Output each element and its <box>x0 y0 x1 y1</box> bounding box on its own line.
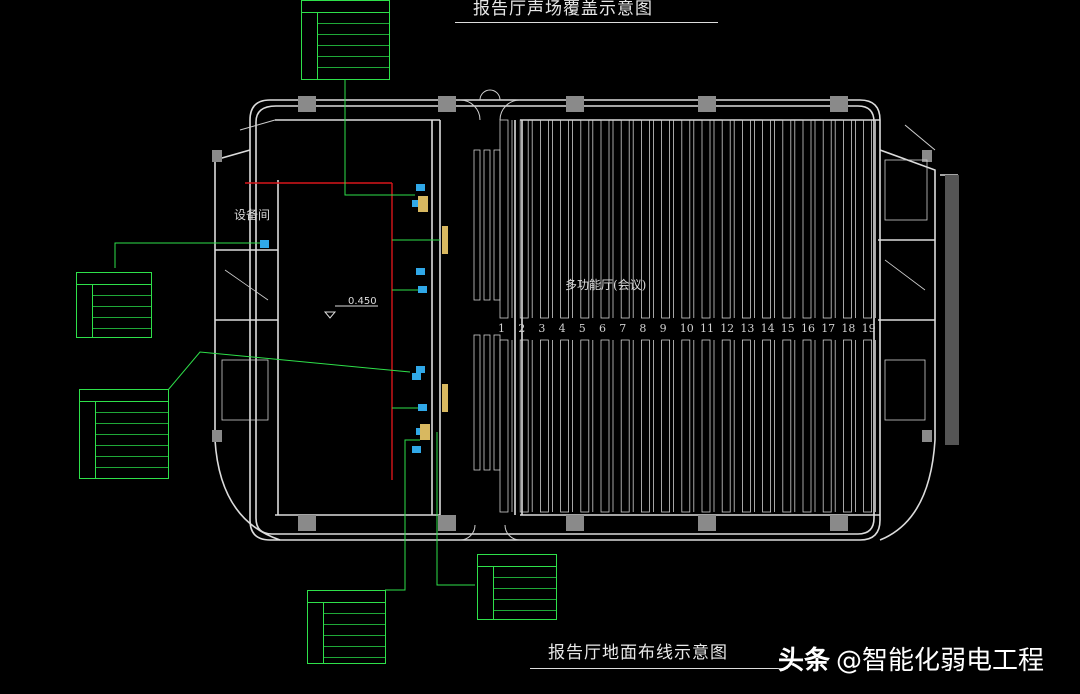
seat-row-number: 13 <box>740 322 755 335</box>
seat-row <box>721 119 731 319</box>
seat-row <box>681 119 691 319</box>
seat-row <box>560 339 569 513</box>
seat-row-number: 17 <box>821 322 836 335</box>
watermark: 头条@智能化弱电工程 <box>778 640 1044 677</box>
seat-row <box>600 339 610 513</box>
red-feed-lines <box>245 182 393 480</box>
seat-row <box>742 339 751 513</box>
seat-row <box>782 339 792 513</box>
seat-row-number: 4 <box>558 322 566 335</box>
structural-columns <box>212 96 959 531</box>
cable-tag-left-lower <box>79 389 169 479</box>
seat-row <box>863 339 872 513</box>
seat-row <box>782 119 792 319</box>
seat-row-number: 14 <box>760 322 775 335</box>
seat-block <box>473 334 481 471</box>
seat-row <box>701 119 711 319</box>
seat-row-number: 12 <box>720 322 735 335</box>
seat-row <box>701 339 711 513</box>
seat-row-number: 9 <box>659 322 667 335</box>
seat-row-number: 11 <box>700 322 714 335</box>
cable-tag-top <box>301 0 390 80</box>
seat-row <box>762 339 771 513</box>
room-label-main-hall: 多功能厅(会议) <box>565 278 647 292</box>
seat-row <box>802 339 812 513</box>
seat-row <box>762 119 771 319</box>
seat-row <box>721 339 731 513</box>
seat-row-number: 10 <box>679 322 694 335</box>
seat-row-number: 1 <box>498 322 505 335</box>
seat-row <box>641 119 650 319</box>
doors <box>239 89 936 541</box>
stairs <box>221 159 928 421</box>
seat-row-number: 2 <box>518 322 526 335</box>
seat-row-number: 15 <box>780 322 795 335</box>
seat-block <box>483 334 491 471</box>
floor-level-value: 0.450 <box>348 296 377 307</box>
seat-row <box>499 119 509 319</box>
seating-rows <box>473 119 876 513</box>
seat-row <box>863 119 872 319</box>
floor-boxes <box>418 196 448 440</box>
seat-row <box>540 119 549 319</box>
seat-block <box>483 149 491 301</box>
seat-row-number: 5 <box>578 322 586 335</box>
seat-row-number: 19 <box>861 322 876 335</box>
seat-row <box>681 339 691 513</box>
elevation-marker <box>323 305 378 319</box>
title-sound-coverage: 报告厅声场覆盖示意图 <box>455 0 718 23</box>
cable-tag-bottom-left <box>307 590 386 664</box>
seat-block <box>493 334 501 471</box>
seat-row <box>641 339 650 513</box>
cable-leaders <box>114 80 475 591</box>
seat-row <box>499 339 509 513</box>
seat-row <box>580 119 590 319</box>
seat-row <box>661 119 670 319</box>
seat-row <box>519 119 529 319</box>
seat-row <box>843 339 852 513</box>
seat-row <box>843 119 852 319</box>
seat-row <box>742 119 751 319</box>
room-label-equipment: 设备间 <box>234 208 271 222</box>
seat-row-number: 6 <box>599 322 606 335</box>
watermark-brand: 头条 <box>778 646 831 676</box>
seat-row <box>519 339 529 513</box>
seat-row <box>620 119 630 319</box>
title-floor-wiring: 报告厅地面布线示意图 <box>530 640 788 669</box>
seat-row-number: 7 <box>619 322 627 335</box>
speaker-symbols <box>260 184 427 453</box>
cable-tag-bottom-right <box>477 554 557 620</box>
seat-row <box>802 119 812 319</box>
cable-tag-left-upper <box>76 272 152 338</box>
seat-row <box>661 339 670 513</box>
seat-row-number: 3 <box>538 322 546 335</box>
seat-row <box>540 339 549 513</box>
watermark-handle: @智能化弱电工程 <box>836 646 1045 676</box>
seat-block <box>473 149 481 301</box>
seat-block <box>493 149 501 301</box>
seat-row-number: 8 <box>639 322 647 335</box>
seat-row <box>560 119 569 319</box>
seat-row-number: 16 <box>801 322 815 335</box>
seat-row <box>822 339 832 513</box>
seat-row <box>600 119 610 319</box>
seat-row <box>620 339 630 513</box>
building-outline <box>214 99 959 541</box>
seat-row <box>580 339 590 513</box>
seat-row <box>822 119 832 319</box>
seat-row-number: 18 <box>841 322 856 335</box>
